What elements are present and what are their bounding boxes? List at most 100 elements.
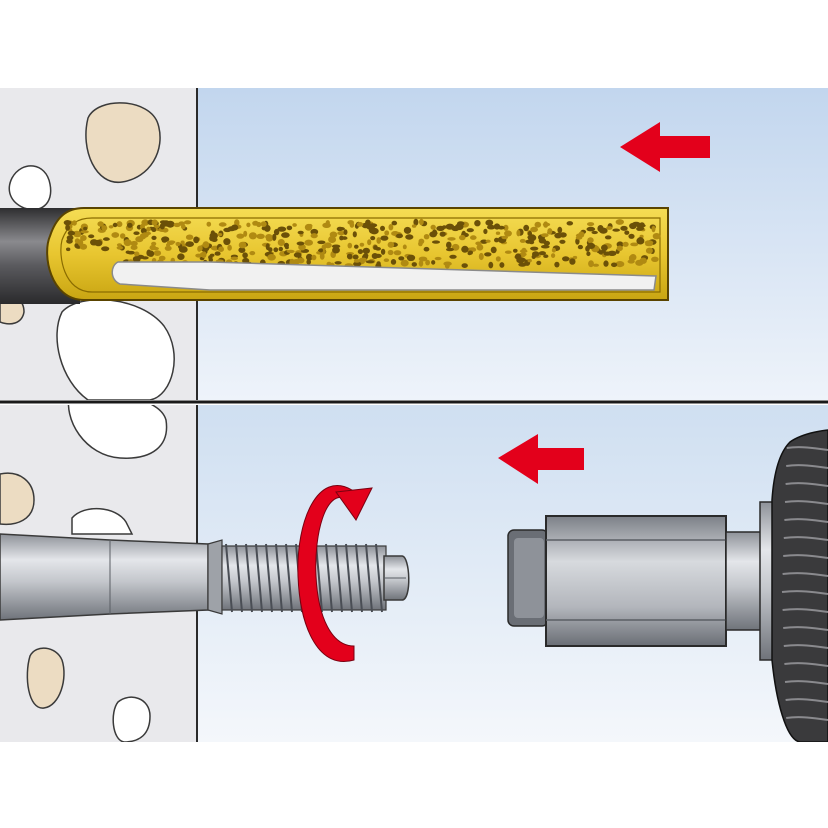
resin-grain xyxy=(527,258,532,263)
resin-grain xyxy=(67,230,76,236)
resin-grain xyxy=(208,258,213,262)
resin-grain xyxy=(286,225,293,231)
resin-grain xyxy=(353,261,362,267)
resin-grain xyxy=(168,240,176,244)
resin-grain xyxy=(246,222,251,228)
resin-grain xyxy=(358,257,368,263)
resin-grain xyxy=(341,236,348,240)
resin-grain xyxy=(304,223,313,231)
resin-grain xyxy=(63,220,72,226)
aggregate-stone xyxy=(67,405,168,459)
resin-grain xyxy=(396,233,403,239)
resin-grain xyxy=(536,260,542,266)
resin-grain xyxy=(306,253,313,261)
resin-grain xyxy=(130,245,138,250)
resin-grain xyxy=(146,249,152,257)
resin-grain xyxy=(476,244,484,251)
resin-grain xyxy=(541,233,549,238)
resin-grain xyxy=(402,244,407,250)
resin-grain xyxy=(497,225,505,230)
thread-crest xyxy=(235,543,243,613)
resin-grain xyxy=(277,239,285,246)
resin-grain xyxy=(261,226,267,231)
resin-grain xyxy=(516,229,521,237)
resin-grain xyxy=(101,246,110,252)
resin-grain xyxy=(365,219,371,226)
resin-grain xyxy=(310,233,318,239)
resin-grain xyxy=(586,226,596,232)
resin-grain xyxy=(559,239,566,244)
resin-grain xyxy=(317,240,326,245)
resin-grain xyxy=(209,235,215,242)
resin-grain xyxy=(443,261,452,266)
resin-grain xyxy=(434,256,442,261)
resin-grain xyxy=(446,241,452,249)
resin-grain xyxy=(66,238,73,244)
resin-grain xyxy=(425,259,430,266)
resin-grain xyxy=(97,221,104,227)
resin-grain xyxy=(622,241,629,247)
resin-grain xyxy=(554,261,560,268)
resin-grain xyxy=(624,230,630,235)
resin-grain xyxy=(503,224,509,231)
resin-grain xyxy=(368,223,378,228)
resin-grain xyxy=(281,232,290,238)
resin-grain xyxy=(297,230,304,235)
resin-grain xyxy=(292,223,297,227)
aggregate-stone xyxy=(8,165,52,211)
resin-grain xyxy=(265,243,270,251)
resin-grain xyxy=(328,235,337,244)
resin-grain xyxy=(551,253,556,258)
resin-grain xyxy=(380,235,389,241)
resin-grain xyxy=(628,233,635,239)
resin-grain xyxy=(391,220,398,226)
resin-grain xyxy=(478,252,484,261)
resin-grain xyxy=(310,228,319,235)
hardener-ampoule xyxy=(111,261,657,291)
resin-grain xyxy=(431,260,436,265)
resin-grain xyxy=(380,225,385,231)
chuck-ridge xyxy=(786,716,828,721)
resin-grain xyxy=(587,222,595,227)
resin-grain xyxy=(116,221,123,228)
resin-grain xyxy=(387,249,394,256)
resin-grain xyxy=(384,230,390,236)
aggregate-stone xyxy=(112,696,151,742)
resin-grain xyxy=(470,235,477,240)
resin-grain xyxy=(319,252,325,260)
resin-grain xyxy=(240,242,246,247)
chuck-ridge xyxy=(783,536,828,541)
resin-grain xyxy=(133,231,140,235)
resin-grain xyxy=(359,242,365,247)
resin-grain xyxy=(256,233,265,239)
chuck-ridge xyxy=(784,500,828,505)
resin-grain xyxy=(501,235,509,240)
resin-grain xyxy=(116,245,124,250)
resin-grain xyxy=(175,241,181,247)
resin-grain xyxy=(218,246,225,252)
resin-grain xyxy=(347,220,355,225)
resin-grain xyxy=(72,230,81,236)
resin-grain xyxy=(432,240,440,244)
resin-grain xyxy=(80,235,87,241)
resin-grain xyxy=(393,250,402,256)
resin-grain xyxy=(346,253,353,260)
resin-grain xyxy=(494,237,499,243)
resin-grain xyxy=(468,250,473,255)
resin-grain xyxy=(65,224,70,231)
resin-grain xyxy=(249,251,256,256)
resin-grain xyxy=(557,226,563,234)
resin-grain xyxy=(645,242,653,247)
resin-grain xyxy=(490,246,497,254)
resin-grain xyxy=(591,230,598,235)
resin-grain xyxy=(343,229,348,236)
resin-grain xyxy=(651,256,659,262)
resin-grain xyxy=(273,228,280,236)
resin-grain xyxy=(218,222,227,227)
resin-grain xyxy=(554,232,562,239)
resin-grain xyxy=(243,230,248,237)
aggregate-stone xyxy=(26,647,65,709)
resin-grain xyxy=(296,241,305,246)
resin-grain xyxy=(178,246,188,253)
